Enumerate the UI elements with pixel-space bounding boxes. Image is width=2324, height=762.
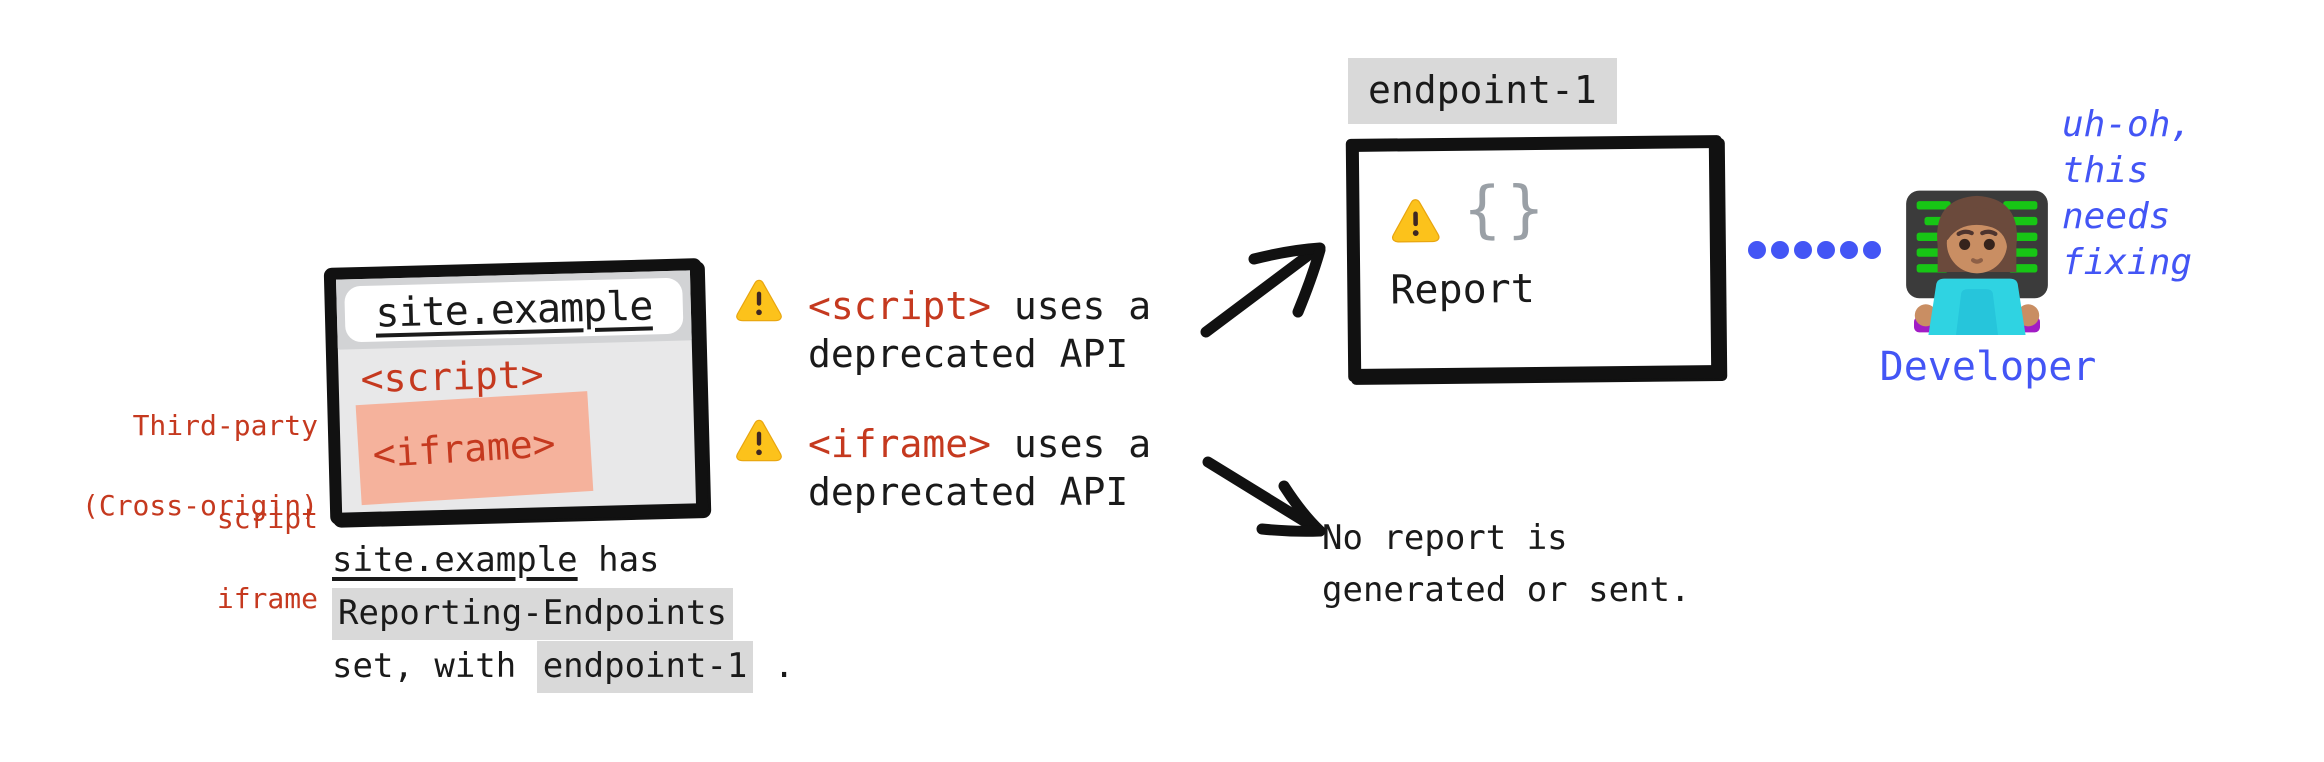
- caption-endpoint-name: endpoint-1: [536, 641, 754, 693]
- warning-icon: [732, 276, 786, 326]
- endpoint-label: endpoint-1: [1348, 58, 1617, 124]
- braces-icon: {}: [1463, 171, 1551, 246]
- outcome-text: No report is generated or sent.: [1322, 518, 1691, 610]
- developer-thought-text: uh-oh, this needs fixing: [2062, 104, 2193, 283]
- caption-reporting-endpoints: Reporting-Endpoints: [332, 588, 733, 640]
- browser-window-header: site.example: [336, 270, 692, 350]
- iframe-highlight: <iframe>: [355, 391, 594, 506]
- warning-text-script: <script> uses a deprecated API: [808, 284, 1152, 376]
- warning-icon: [732, 416, 786, 466]
- caption-line-2: Reporting-Endpoints: [332, 587, 794, 640]
- dotted-connector: [1748, 241, 1881, 259]
- caption: site.example has Reporting-Endpoints set…: [332, 534, 794, 693]
- address-bar-url: site.example: [374, 283, 653, 337]
- warning-text-iframe: <iframe> uses a deprecated API: [808, 422, 1152, 514]
- warning-script-tag: <script>: [808, 284, 992, 328]
- report-box: {} Report: [1345, 135, 1725, 382]
- side-label-third-party-script: Third-party script: [132, 409, 318, 535]
- script-tag-text: <script>: [360, 352, 545, 402]
- iframe-tag-text: <iframe>: [371, 421, 557, 477]
- report-word: Report: [1390, 266, 1536, 314]
- browser-window-body: <script> <iframe>: [338, 340, 696, 512]
- caption-line-1: site.example has: [332, 540, 660, 580]
- arrow-to-no-report: [1202, 456, 1326, 537]
- warning-iframe-tag: <iframe>: [808, 422, 992, 466]
- side-label-cross-origin-iframe: (Cross-origin) iframe: [81, 489, 318, 615]
- caption-line-3: set, with endpoint-1 .: [332, 640, 794, 693]
- browser-window: site.example <script> <iframe>: [323, 258, 709, 525]
- caption-site-name: site.example: [332, 540, 578, 580]
- address-bar: site.example: [344, 277, 684, 343]
- warning-icon: [1387, 195, 1444, 248]
- developer-label: Developer: [1879, 344, 2097, 390]
- arrow-to-report: [1200, 242, 1326, 338]
- developer-emoji: [1906, 190, 2048, 335]
